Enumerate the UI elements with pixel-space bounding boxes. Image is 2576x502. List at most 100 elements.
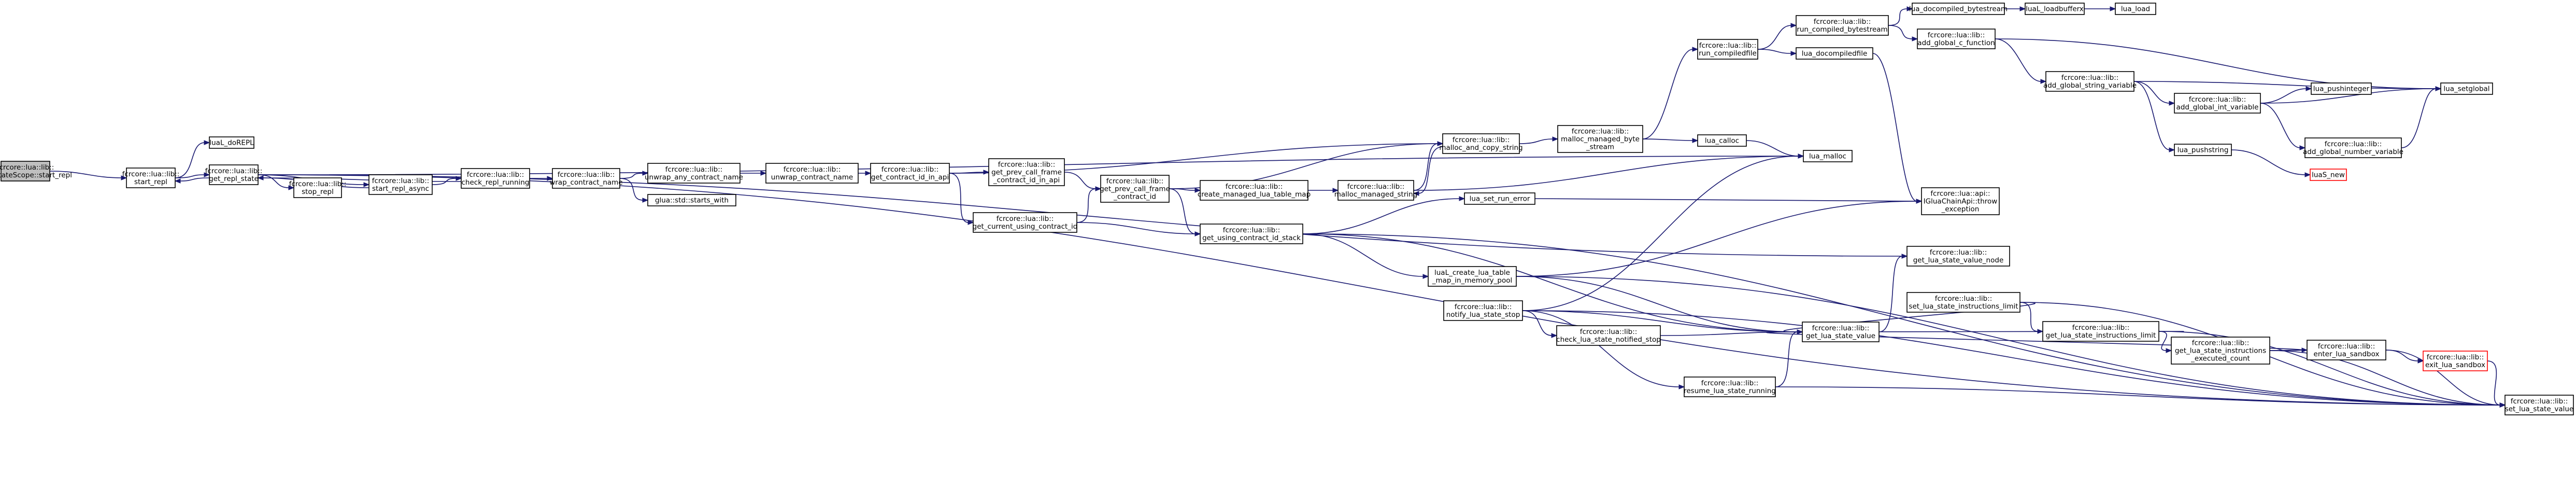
node-starts-with[interactable]: glua::std::starts_with	[647, 194, 736, 206]
node-label-line: fcrcore::lua::lib::	[2325, 140, 2382, 148]
node-start-repl[interactable]: fcrcore::lua::lib::start_repl	[122, 168, 180, 188]
node-get-lua-state-value[interactable]: fcrcore::lua::lib::get_lua_state_value	[1802, 322, 1880, 342]
node-stop-repl[interactable]: fcrcore::lua::lib::stop_repl	[289, 177, 347, 198]
node-label-line: fcrcore::lua::lib::	[784, 165, 841, 174]
node-get-repl-state[interactable]: fcrcore::lua::lib::get_repl_state	[205, 164, 263, 185]
node-add-global-number-variable[interactable]: fcrcore::lua::lib::add_global_number_var…	[2303, 137, 2403, 158]
node-exit-lua-sandbox[interactable]: fcrcore::lua::lib::exit_lua_sandbox	[2423, 351, 2488, 371]
node-label-line: fcrcore::lua::api::	[1930, 190, 1990, 198]
node-label-line: get_prev_call_frame	[1100, 185, 1170, 193]
node-create-managed-lua-table-map[interactable]: fcrcore::lua::lib::create_managed_lua_ta…	[1198, 180, 1311, 201]
node-check-repl-running[interactable]: fcrcore::lua::lib::check_repl_running	[461, 168, 530, 189]
node-run-compiledfile[interactable]: fcrcore::lua::lib::run_compiledfile	[1697, 39, 1758, 60]
node-run-compiled-bytestream[interactable]: fcrcore::lua::lib::run_compiled_bytestre…	[1796, 15, 1889, 36]
node-label-line: create_managed_lua_table_map	[1198, 190, 1311, 199]
call-edge-arrowhead	[1422, 274, 1429, 279]
node-lua-pushstring[interactable]: lua_pushstring	[2174, 144, 2232, 156]
node-unwrap-contract-name[interactable]: fcrcore::lua::lib::unwrap_contract_name	[765, 163, 859, 184]
call-edge-arrowhead	[1906, 6, 1913, 11]
call-edge	[2260, 103, 2301, 148]
node-label-line: resume_lua_state_running	[1684, 387, 1776, 395]
node-box	[1684, 376, 1776, 397]
call-edge	[1757, 25, 1792, 50]
node-label-line: _contract_id	[1113, 193, 1156, 201]
node-add-global-int-variable[interactable]: fcrcore::lua::lib::add_global_int_variab…	[2174, 93, 2261, 114]
node-label-line: fcrcore::lua::lib::	[289, 180, 347, 188]
node-enter-lua-sandbox[interactable]: fcrcore::lua::lib::enter_lua_sandbox	[2307, 340, 2386, 360]
node-get-contract-id-in-api[interactable]: fcrcore::lua::lib::get_contract_id_in_ap…	[870, 163, 950, 184]
node-lua-docompiledfile[interactable]: lua_docompiledfile	[1796, 47, 1873, 60]
node-box	[1557, 125, 1643, 153]
node-luaL-loadbufferx[interactable]: luaL_loadbufferx	[2025, 3, 2085, 15]
call-edge	[1642, 138, 1693, 141]
node-set-lua-state-value[interactable]: fcrcore::lua::lib::set_lua_state_value	[2504, 395, 2574, 415]
node-box	[1697, 134, 1747, 147]
node-luaS-new[interactable]: luaS_new	[2310, 169, 2347, 181]
node-resume-lua-state-running[interactable]: fcrcore::lua::lib::resume_lua_state_runn…	[1684, 376, 1776, 397]
node-get-lua-state-value-node[interactable]: fcrcore::lua::lib::get_lua_state_value_n…	[1906, 246, 2010, 267]
node-luaL-dofile[interactable]: luaL_doREPL	[209, 136, 254, 149]
node-label-line: fcrcore::lua::lib::	[1699, 41, 1757, 50]
call-edge-arrowhead	[1798, 154, 1804, 159]
call-edge	[1888, 25, 1913, 39]
node-box	[1921, 187, 2000, 215]
node-get-prev-call-frame-contract-id-in-api[interactable]: fcrcore::lua::lib::get_prev_call_frame_c…	[988, 158, 1065, 186]
call-edge-arrowhead	[1790, 23, 1797, 28]
node-start-repl-root[interactable]: fcrcore::lua::lib::UvalStateScope::start…	[0, 161, 72, 182]
node-get-lua-state-instructions-limit[interactable]: fcrcore::lua::lib::get_lua_state_instruc…	[2042, 321, 2159, 342]
node-malloc-managed-string[interactable]: fcrcore::lua::lib::malloc_managed_string	[1334, 180, 1418, 201]
node-add-global-string-variable[interactable]: fcrcore::lua::lib::add_global_string_var…	[2043, 71, 2137, 92]
node-label-line: malloc_and_copy_string	[1439, 144, 1522, 152]
call-edge-arrowhead	[2499, 402, 2506, 408]
node-label-line: fcrcore::lua::lib::	[1580, 328, 1638, 336]
call-edge	[1746, 140, 1799, 157]
node-label-line: fcrcore::lua::lib::	[2192, 339, 2250, 347]
node-lua-calloc[interactable]: lua_calloc	[1697, 134, 1747, 147]
call-edge	[2260, 88, 2307, 104]
node-box	[765, 163, 859, 184]
node-label-line: luaL_doREPL	[209, 139, 254, 147]
call-edge	[175, 142, 205, 178]
node-label-line: get_contract_id_in_api	[871, 173, 949, 182]
node-lua-load[interactable]: lua_load	[2115, 3, 2156, 15]
node-start-repl-async[interactable]: fcrcore::lua::lib::start_repl_async	[368, 174, 433, 195]
call-edge	[2019, 302, 2039, 332]
node-throw-exception[interactable]: fcrcore::lua::api::IGluaChainApi::throw_…	[1921, 187, 2000, 215]
node-malloc-managed-byte-stream[interactable]: fcrcore::lua::lib::malloc_managed_byte_s…	[1557, 125, 1643, 153]
node-get-using-contract-id-stack[interactable]: fcrcore::lua::lib::get_using_contract_id…	[1200, 224, 1303, 244]
call-edge-arrowhead	[2417, 358, 2424, 364]
node-label-line: malloc_managed_string	[1334, 190, 1418, 199]
node-lua-pushinteger[interactable]: lua_pushinteger	[2311, 82, 2372, 95]
call-edge	[1302, 233, 1424, 277]
call-edge	[1872, 53, 1917, 202]
node-label-line: fcrcore::lua::lib::	[2189, 95, 2246, 104]
node-luaL-create-lua-table-map-in-memory-pool[interactable]: luaL_create_lua_table_map_in_memory_pool	[1428, 266, 1517, 287]
node-lua-docompiled-bytestream[interactable]: lua_docompiled_bytestream	[1909, 3, 2008, 15]
node-lua-set-run-error[interactable]: lua_set_run_error	[1464, 192, 1535, 205]
node-label-line: fcrcore::lua::lib::	[558, 171, 615, 179]
node-notify-lua-state-stop[interactable]: fcrcore::lua::lib::notify_lua_state_stop	[1443, 300, 1523, 321]
node-check-lua-state-notified-stop[interactable]: fcrcore::lua::lib::check_lua_state_notif…	[1556, 325, 1661, 346]
node-get-prev-call-frame-contract-id[interactable]: fcrcore::lua::lib::get_prev_call_frame_c…	[1100, 175, 1170, 203]
node-label-line: fcrcore::lua::lib::	[122, 170, 180, 178]
node-unwrap-any-contract-name[interactable]: fcrcore::lua::lib::unwrap_any_contract_n…	[645, 163, 743, 184]
call-edges	[49, 6, 2506, 408]
node-box	[209, 136, 254, 149]
node-add-global-c-function[interactable]: fcrcore::lua::lib::add_global_c_function	[1917, 29, 1996, 49]
node-get-current-using-contract-id[interactable]: fcrcore::lua::lib::get_current_using_con…	[973, 212, 1078, 233]
node-label-line: fcrcore::lua::lib::	[2061, 74, 2119, 82]
call-edge-arrowhead	[288, 185, 295, 190]
node-lua-malloc[interactable]: lua_malloc	[1803, 150, 1853, 162]
node-label-line: UvalStateScope::start_repl	[0, 171, 72, 179]
call-edge-arrowhead	[1692, 47, 1699, 52]
node-malloc-and-copy-string[interactable]: fcrcore::lua::lib::malloc_and_copy_strin…	[1439, 133, 1523, 154]
node-label-line: lua_calloc	[1705, 137, 1739, 145]
call-edge-arrowhead	[1790, 51, 1797, 56]
call-edge-arrowhead	[865, 171, 872, 176]
node-get-lua-state-instructions-executed-count[interactable]: fcrcore::lua::lib::get_lua_state_instruc…	[2171, 337, 2270, 365]
node-lua-setglobal[interactable]: lua_setglobal	[2440, 82, 2493, 95]
node-box	[647, 194, 736, 206]
node-wrap-contract-name[interactable]: fcrcore::lua::lib::wrap_contract_name	[549, 168, 623, 189]
node-set-lua-state-instructions-limit[interactable]: fcrcore::lua::lib::set_lua_state_instruc…	[1906, 292, 2020, 313]
